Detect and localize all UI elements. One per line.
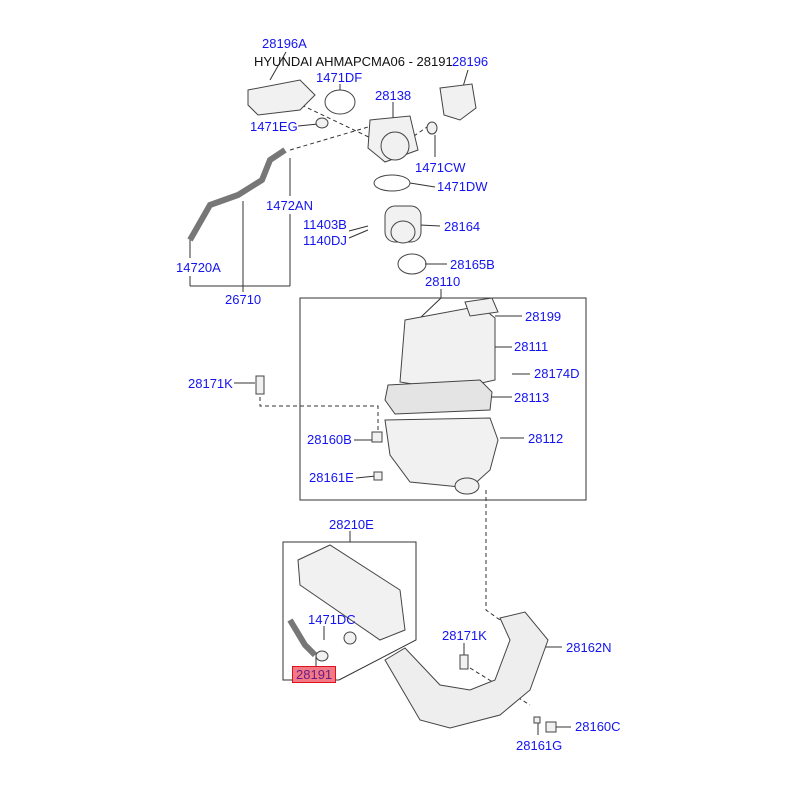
part-label-1472AN[interactable]: 1472AN xyxy=(266,198,313,213)
part-label-28191-highlighted[interactable]: 28191 xyxy=(292,666,337,683)
part-label-1140DJ[interactable]: 1140DJ xyxy=(303,233,347,248)
part-label-28161E[interactable]: 28161E xyxy=(309,470,354,485)
diagram-title: HYUNDAI AHMAPCMA06 - 28191 xyxy=(254,54,453,69)
part-label-28196[interactable]: 28196 xyxy=(452,54,489,69)
part-label-28164[interactable]: 28164 xyxy=(444,219,481,234)
part-label-28171K-lower[interactable]: 28171K xyxy=(442,628,487,643)
part-label-28110[interactable]: 28110 xyxy=(425,274,461,289)
part-label-1471DW[interactable]: 1471DW xyxy=(437,179,488,194)
part-label-28160B[interactable]: 28160B xyxy=(307,432,352,447)
part-label-11403B[interactable]: 11403B xyxy=(303,217,347,232)
part-label-14720A[interactable]: 14720A xyxy=(176,260,221,275)
part-label-28112[interactable]: 28112 xyxy=(528,431,564,446)
part-label-28162N[interactable]: 28162N xyxy=(566,640,612,655)
part-label-28113[interactable]: 28113 xyxy=(514,390,550,405)
part-label-28111[interactable]: 28111 xyxy=(514,339,549,354)
part-label-28165B[interactable]: 28165B xyxy=(450,257,495,272)
part-label-1471DF[interactable]: 1471DF xyxy=(316,70,363,85)
part-label-26710[interactable]: 26710 xyxy=(225,292,262,307)
part-label-28171K[interactable]: 28171K xyxy=(188,376,233,391)
part-label-28160C[interactable]: 28160C xyxy=(575,719,621,734)
part-label-1471DC[interactable]: 1471DC xyxy=(308,612,356,627)
part-label-28174D[interactable]: 28174D xyxy=(534,366,580,381)
part-label-28196A[interactable]: 28196A xyxy=(262,36,307,51)
part-label-28138[interactable]: 28138 xyxy=(375,88,412,103)
part-label-28199[interactable]: 28199 xyxy=(525,309,562,324)
part-label-1471CW[interactable]: 1471CW xyxy=(415,160,466,175)
part-label-28161G[interactable]: 28161G xyxy=(516,738,563,753)
part-label-1471EG[interactable]: 1471EG xyxy=(250,119,298,134)
part-label-28210E[interactable]: 28210E xyxy=(329,517,374,532)
